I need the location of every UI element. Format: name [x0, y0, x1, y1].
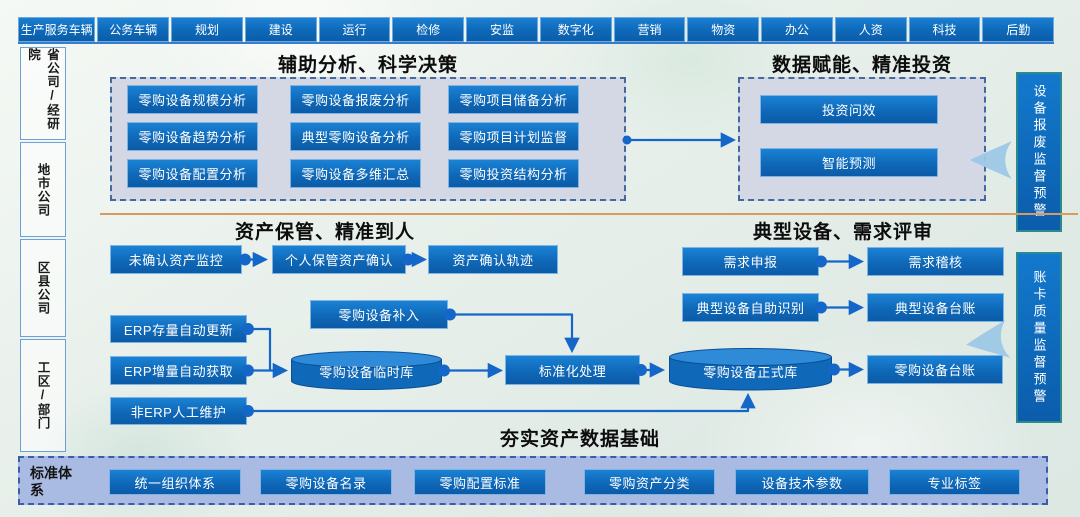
analysis-box-invest-structure[interactable]: 零购投资结构分析 — [448, 159, 579, 188]
foundation-box-professional-tags[interactable]: 专业标签 — [889, 469, 1020, 495]
review-box-self-identify[interactable]: 典型设备自助识别 — [682, 293, 819, 322]
nav-tab-marketing[interactable]: 营销 — [613, 17, 686, 42]
sidebar-item-city-company: 地市公司 — [20, 142, 66, 237]
section-title-foundation: 夯实资产数据基础 — [499, 429, 660, 450]
formal-database-label: 零购设备正式库 — [703, 365, 798, 380]
pipeline-box-erp-increment[interactable]: ERP增量自动获取 — [110, 356, 247, 385]
nav-tab-materials[interactable]: 物资 — [687, 17, 760, 42]
sidebar-item-county-company: 区县公司 — [20, 239, 66, 337]
pipeline-box-supplement[interactable]: 零购设备补入 — [310, 300, 448, 329]
empower-box-ai-forecast[interactable]: 智能预测 — [760, 148, 938, 177]
foundation-box-config-standard[interactable]: 零购配置标准 — [414, 469, 546, 495]
analysis-box-plan-supervision[interactable]: 零购项目计划监督 — [448, 122, 579, 151]
analysis-box-multidim[interactable]: 零购设备多维汇总 — [290, 159, 421, 188]
review-box-demand-declare[interactable]: 需求申报 — [682, 247, 819, 276]
nav-tab-planning[interactable]: 规划 — [171, 17, 243, 42]
temp-database-cylinder[interactable]: 零购设备临时库 — [290, 350, 443, 391]
foundation-box-asset-classification[interactable]: 零购资产分类 — [584, 469, 715, 495]
sidebar-item-work-area: 工区/部门 — [20, 339, 66, 452]
custody-box-unconfirmed-monitor[interactable]: 未确认资产监控 — [110, 245, 242, 274]
formal-database-cylinder[interactable]: 零购设备正式库 — [668, 347, 833, 392]
nav-tab-official-vehicles[interactable]: 公务车辆 — [97, 17, 170, 42]
nav-tab-hr[interactable]: 人资 — [834, 17, 907, 42]
sidebar-item-province-company: 省公司/经研院 — [20, 47, 66, 140]
nav-tab-office[interactable]: 办公 — [761, 17, 833, 42]
empower-box-invest-effect[interactable]: 投资问效 — [760, 95, 938, 124]
foundation-box-device-catalog[interactable]: 零购设备名录 — [260, 469, 392, 495]
temp-database-label: 零购设备临时库 — [319, 365, 414, 380]
nav-tab-construction[interactable]: 建设 — [244, 17, 317, 42]
custody-box-confirm-track[interactable]: 资产确认轨迹 — [428, 245, 558, 274]
nav-tab-technology[interactable]: 科技 — [908, 17, 981, 42]
analysis-box-scrap[interactable]: 零购设备报废分析 — [290, 85, 421, 114]
nav-divider — [18, 42, 1054, 44]
standard-system-strip: 标准体系 统一组织体系 零购设备名录 零购配置标准 零购资产分类 设备技术参数 … — [18, 456, 1048, 505]
pipeline-box-standardize[interactable]: 标准化处理 — [505, 355, 640, 385]
top-nav: 生产服务车辆 公务车辆 规划 建设 运行 检修 安监 数字化 营销 物资 办公 … — [18, 17, 1055, 42]
pipeline-box-erp-stock-update[interactable]: ERP存量自动更新 — [110, 315, 247, 343]
nav-tab-maintenance[interactable]: 检修 — [392, 17, 465, 42]
review-box-typical-ledger[interactable]: 典型设备台账 — [867, 293, 1004, 322]
custody-box-personal-confirm[interactable]: 个人保管资产确认 — [272, 245, 406, 274]
section-title-empower: 数据赋能、精准投资 — [771, 55, 952, 76]
section-divider — [100, 213, 1078, 215]
nav-tab-logistics[interactable]: 后勤 — [982, 17, 1055, 42]
review-box-demand-audit[interactable]: 需求稽核 — [867, 247, 1004, 276]
analysis-box-trend[interactable]: 零购设备趋势分析 — [127, 122, 258, 151]
section-title-review: 典型设备、需求评审 — [752, 222, 933, 243]
foundation-box-org-system[interactable]: 统一组织体系 — [109, 469, 241, 495]
analysis-box-scale[interactable]: 零购设备规模分析 — [127, 85, 258, 114]
foundation-box-tech-params[interactable]: 设备技术参数 — [735, 469, 869, 495]
nav-tab-operation[interactable]: 运行 — [318, 17, 391, 42]
pipeline-box-device-ledger[interactable]: 零购设备台账 — [867, 355, 1003, 384]
section-title-analysis: 辅助分析、科学决策 — [277, 55, 458, 76]
alert-equipment-scrap-warning[interactable]: 设备报废监督预警 — [1016, 72, 1062, 232]
section-title-custody: 资产保管、精准到人 — [234, 222, 415, 243]
standard-system-label: 标准体系 — [30, 465, 72, 498]
alert-ledger-quality-warning[interactable]: 账卡质量监督预警 — [1016, 252, 1062, 423]
nav-tab-safety[interactable]: 安监 — [466, 17, 538, 42]
nav-tab-digital[interactable]: 数字化 — [539, 17, 612, 42]
analysis-box-typical[interactable]: 典型零购设备分析 — [290, 122, 421, 151]
nav-tab-production-vehicles[interactable]: 生产服务车辆 — [18, 17, 96, 42]
analysis-box-project-reserve[interactable]: 零购项目储备分析 — [448, 85, 579, 114]
analysis-box-config[interactable]: 零购设备配置分析 — [127, 159, 258, 188]
pipeline-box-non-erp-manual[interactable]: 非ERP人工维护 — [110, 397, 247, 425]
